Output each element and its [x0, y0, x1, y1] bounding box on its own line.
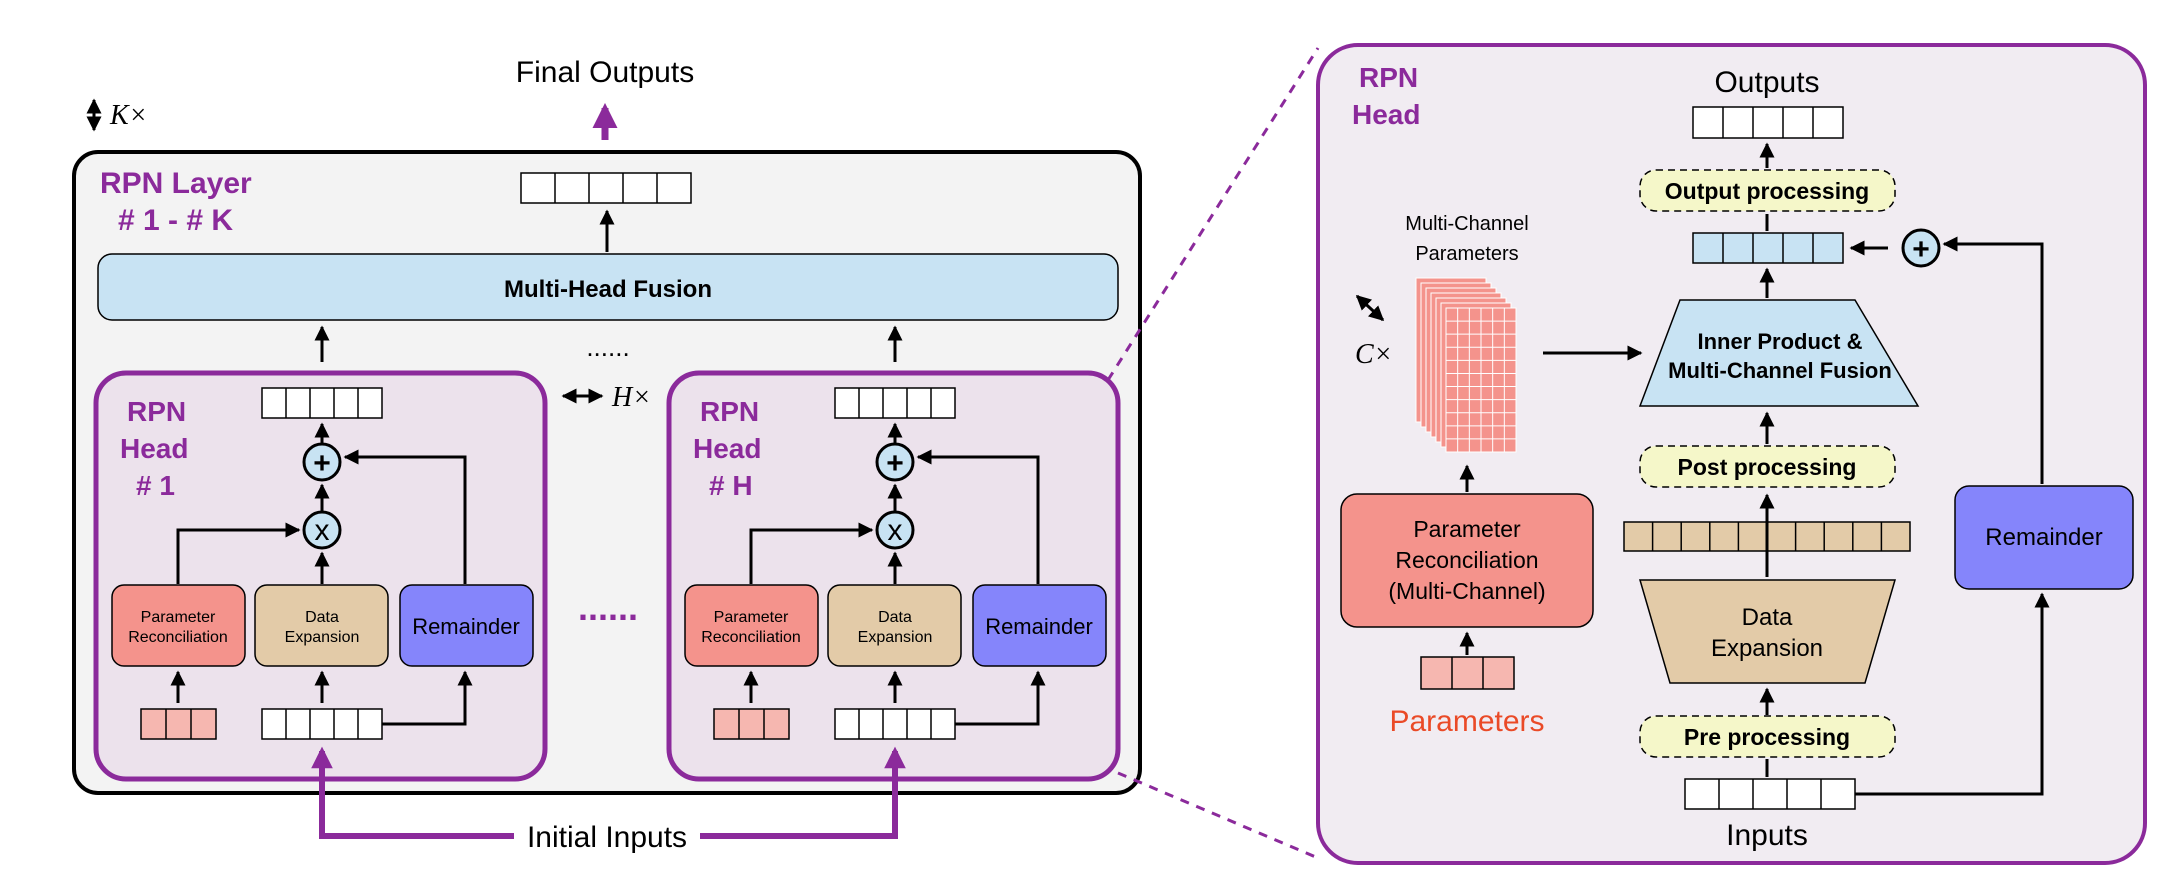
svg-text:Inner Product &: Inner Product & — [1697, 329, 1862, 354]
multi-channel-parameter-stack — [1415, 277, 1517, 453]
svg-text:+: + — [1912, 233, 1930, 266]
head1-output-vector — [261, 387, 383, 419]
detail-output-vector — [1692, 106, 1844, 139]
headH-title-rpn: RPN — [700, 396, 759, 427]
svg-text:(Multi-Channel): (Multi-Channel) — [1388, 578, 1545, 604]
svg-text:K×: K× — [109, 100, 148, 131]
svg-text:Output processing: Output processing — [1665, 178, 1869, 204]
svg-text:+: + — [313, 447, 331, 480]
detail-title-head: Head — [1352, 99, 1420, 130]
zoom-connector-bottom — [1117, 771, 1319, 860]
head1-input-vector — [261, 708, 383, 740]
svg-text:H×: H× — [611, 382, 651, 413]
headH-parameter-vector — [713, 708, 790, 740]
svg-text:Data: Data — [305, 609, 339, 626]
svg-text:Reconciliation: Reconciliation — [1395, 547, 1538, 573]
layer-output-vector — [520, 172, 692, 204]
initial-inputs-label: Initial Inputs — [527, 821, 687, 854]
svg-text:Expansion: Expansion — [858, 629, 933, 646]
initial-inputs-routing: Initial Inputs — [311, 746, 906, 854]
head1-parameter-vector — [140, 708, 217, 740]
svg-text:Data: Data — [878, 609, 912, 626]
final-outputs-label: Final Outputs — [516, 56, 694, 89]
svg-text:Parameter: Parameter — [141, 609, 216, 626]
detail-input-vector — [1684, 778, 1856, 810]
rpn-head-h: RPN Head # H + x Parameter Reconciliatio… — [666, 370, 1121, 782]
c-times-label: C× — [1355, 294, 1393, 370]
inputs-label: Inputs — [1726, 819, 1808, 852]
multi-head-fusion-label: Multi-Head Fusion — [504, 276, 712, 303]
svg-text:Reconciliation: Reconciliation — [701, 629, 801, 646]
mc-param-reconciliation-box — [1340, 493, 1594, 628]
svg-text:Remainder: Remainder — [412, 614, 520, 639]
mc-params-label-2: Parameters — [1415, 243, 1518, 265]
svg-text:C×: C× — [1355, 339, 1393, 370]
headH-add-node — [875, 442, 915, 482]
svg-text:Pre processing: Pre processing — [1684, 724, 1850, 750]
k-times-label: K× — [86, 98, 148, 132]
svg-text:Parameter: Parameter — [714, 609, 789, 626]
svg-text:Remainder: Remainder — [985, 614, 1093, 639]
parameters-label: Parameters — [1389, 705, 1544, 738]
headH-title-number: # H — [709, 470, 753, 501]
zoom-connector-top — [1106, 47, 1320, 381]
h-times-label: H× — [561, 382, 651, 413]
rpn-layer-range: # 1 - # K — [118, 204, 233, 237]
heads-dots: ...... — [578, 587, 638, 628]
headH-output-vector — [834, 387, 956, 419]
svg-text:x: x — [315, 514, 330, 547]
svg-text:Expansion: Expansion — [1711, 635, 1823, 662]
rpn-layer-title: RPN Layer — [100, 167, 252, 200]
head1-multiply-node — [302, 510, 342, 550]
svg-text:Data: Data — [1742, 604, 1793, 631]
detail-add-node — [1901, 228, 1941, 268]
svg-text:Remainder: Remainder — [1985, 524, 2102, 551]
svg-text:Multi-Channel Fusion: Multi-Channel Fusion — [1668, 358, 1892, 383]
head1-title-head: Head — [120, 433, 188, 464]
detail-parameter-vector — [1420, 656, 1515, 690]
svg-text:Post processing: Post processing — [1678, 454, 1857, 480]
headH-param-reconciliation-box — [684, 584, 819, 667]
output-processing-box — [1639, 169, 1896, 212]
svg-text:Expansion: Expansion — [285, 629, 360, 646]
pre-processing-box — [1639, 715, 1896, 758]
rpn-head-1: RPN Head # 1 + x Parameter Reconciliatio… — [93, 370, 548, 782]
headH-multiply-node — [875, 510, 915, 550]
headH-input-vector — [834, 708, 956, 740]
head1-add-node — [302, 442, 342, 482]
svg-text:x: x — [888, 514, 903, 547]
svg-text:+: + — [886, 447, 904, 480]
head1-title-number: # 1 — [136, 470, 175, 501]
multi-head-fusion-box — [97, 253, 1119, 321]
headH-remainder-box — [972, 584, 1107, 667]
head1-title-rpn: RPN — [127, 396, 186, 427]
svg-text:Parameter: Parameter — [1413, 516, 1521, 542]
headH-data-expansion-box — [827, 584, 962, 667]
outputs-label: Outputs — [1714, 66, 1819, 99]
head1-data-expansion-box — [254, 584, 389, 667]
detail-remainder-box — [1954, 485, 2134, 590]
headH-title-head: Head — [693, 433, 761, 464]
inner-product-fusion-box — [1638, 299, 1920, 407]
fusion-dots: ...... — [586, 332, 629, 362]
detail-title-rpn: RPN — [1359, 62, 1418, 93]
fused-output-vector — [1692, 232, 1844, 264]
head1-remainder-box — [399, 584, 534, 667]
post-processing-box — [1639, 445, 1896, 488]
mc-params-label-1: Multi-Channel — [1405, 213, 1528, 235]
data-expansion-trapezoid — [1639, 579, 1896, 684]
svg-text:Reconciliation: Reconciliation — [128, 629, 228, 646]
head1-param-reconciliation-box — [111, 584, 246, 667]
